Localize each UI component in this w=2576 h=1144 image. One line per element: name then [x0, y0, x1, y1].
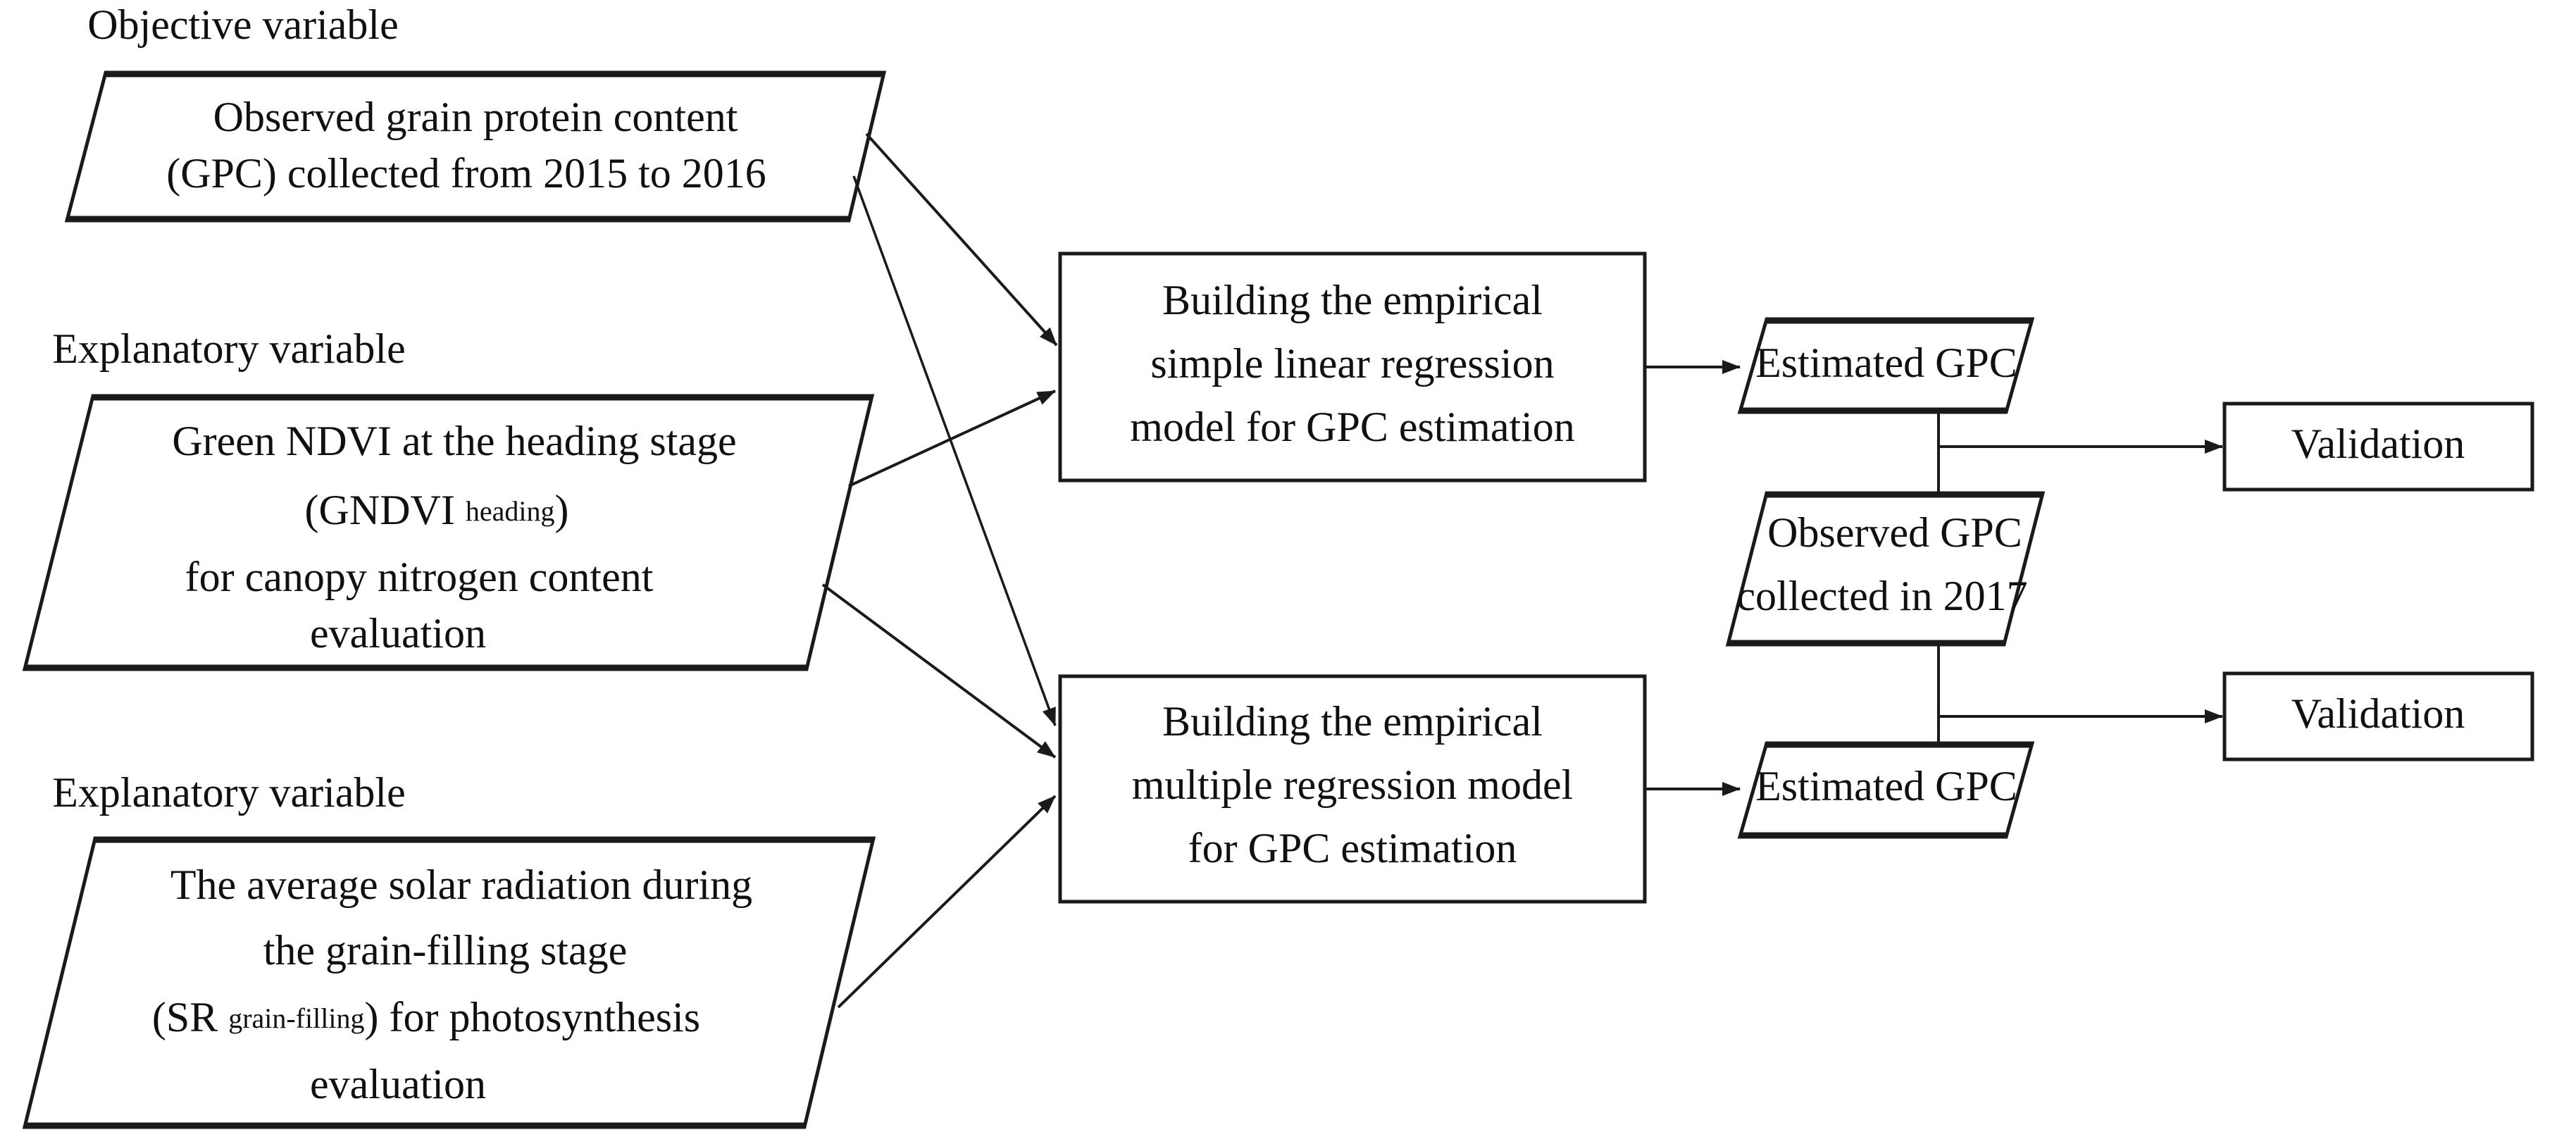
- validation-bottom-shape: [2225, 673, 2532, 759]
- estimated-gpc-bottom-shape: [1740, 743, 2032, 837]
- solar-radiation-shape: [25, 838, 873, 1127]
- observed-gpc-test-shape: [1728, 493, 2043, 645]
- gndvi-line-4: evaluation: [310, 610, 486, 657]
- validation-bottom-label: Validation: [2291, 690, 2465, 737]
- node-simple-model[interactable]: Building the empirical simple linear reg…: [1058, 251, 1647, 483]
- gndvi-line-1: Green NDVI at the heading stage: [172, 418, 736, 464]
- gndvi-line-2-pre: (GNDVI: [305, 487, 466, 533]
- caption-explanatory-variable-1: Explanatory variable: [52, 325, 405, 372]
- edge-gndvi-to-simple-model: [848, 390, 1056, 487]
- estimated-gpc-top-shape: [1740, 319, 2032, 412]
- validation-bottom-outline: [2222, 671, 2534, 761]
- simple-model-shape: [1060, 254, 1645, 480]
- solar-radiation-line-3-pre: (SR: [152, 994, 228, 1040]
- observed-gpc-train-shape: [67, 73, 884, 220]
- node-observed-gpc-train[interactable]: Observed grain protein content (GPC) col…: [64, 70, 887, 223]
- validation-top-label: Validation: [2291, 421, 2465, 467]
- caption-objective-variable: Objective variable: [87, 1, 398, 48]
- gndvi-line-2-post: ): [554, 487, 568, 533]
- observed-gpc-test-line-1: Observed GPC: [1767, 509, 2022, 556]
- solar-radiation-line-3-post: ) for photosynthesis: [365, 994, 701, 1040]
- edge-gndvi-to-multiple-model: [821, 583, 1057, 759]
- solar-radiation-line-1: The average solar radiation during: [170, 862, 752, 908]
- multiple-model-line-3: for GPC estimation: [1188, 825, 1517, 871]
- multiple-model-shape: [1060, 676, 1645, 902]
- estimated-gpc-top-label: Estimated GPC: [1755, 340, 2017, 386]
- multiple-model-line-1: Building the empirical: [1162, 698, 1543, 745]
- edge-observed-gpc-train-to-simple-model: [865, 132, 1058, 347]
- gndvi-line-2-sub: heading: [466, 495, 555, 527]
- simple-model-line-2: simple linear regression: [1150, 340, 1554, 387]
- edge-observed-gpc-train-to-multiple-model: [852, 175, 1057, 726]
- validation-top-shape: [2225, 404, 2532, 490]
- caption-explanatory-variable-2: Explanatory variable: [52, 769, 405, 816]
- edge-solar-radiation-to-multiple-model: [837, 795, 1057, 1009]
- solar-radiation-line-3: (SR grain-filling) for photosynthesis: [152, 994, 700, 1040]
- node-multiple-model[interactable]: Building the empirical multiple regressi…: [1058, 674, 1647, 904]
- estimated-gpc-bottom-label: Estimated GPC: [1755, 763, 2017, 809]
- node-observed-gpc-test[interactable]: Observed GPC collected in 2017: [1725, 491, 2046, 647]
- node-validation-bottom[interactable]: Validation: [2222, 671, 2534, 761]
- simple-model-line-3: model for GPC estimation: [1130, 404, 1575, 450]
- node-solar-radiation[interactable]: The average solar radiation during the g…: [22, 836, 876, 1129]
- solar-radiation-line-4: evaluation: [310, 1061, 486, 1107]
- validation-top-outline: [2222, 402, 2534, 492]
- gndvi-line-3: for canopy nitrogen content: [185, 554, 654, 600]
- gndvi-shape: [25, 396, 872, 669]
- observed-gpc-test-line-2: collected in 2017: [1736, 573, 2027, 619]
- observed-gpc-train-line-1: Observed grain protein content: [213, 94, 738, 140]
- node-gndvi[interactable]: Green NDVI at the heading stage (GNDVI h…: [22, 394, 875, 671]
- simple-model-line-1: Building the empirical: [1162, 277, 1543, 323]
- node-estimated-gpc-bottom[interactable]: Estimated GPC: [1737, 741, 2035, 839]
- gndvi-line-2: (GNDVI heading): [305, 487, 569, 533]
- multiple-model-line-2: multiple regression model: [1132, 761, 1574, 808]
- observed-gpc-train-line-2: (GPC) collected from 2015 to 2016: [166, 150, 766, 197]
- node-estimated-gpc-top[interactable]: Estimated GPC: [1737, 317, 2035, 414]
- solar-radiation-line-2: the grain-filling stage: [263, 927, 628, 974]
- node-validation-top[interactable]: Validation: [2222, 402, 2534, 492]
- solar-radiation-line-3-sub: grain-filling: [228, 1002, 364, 1034]
